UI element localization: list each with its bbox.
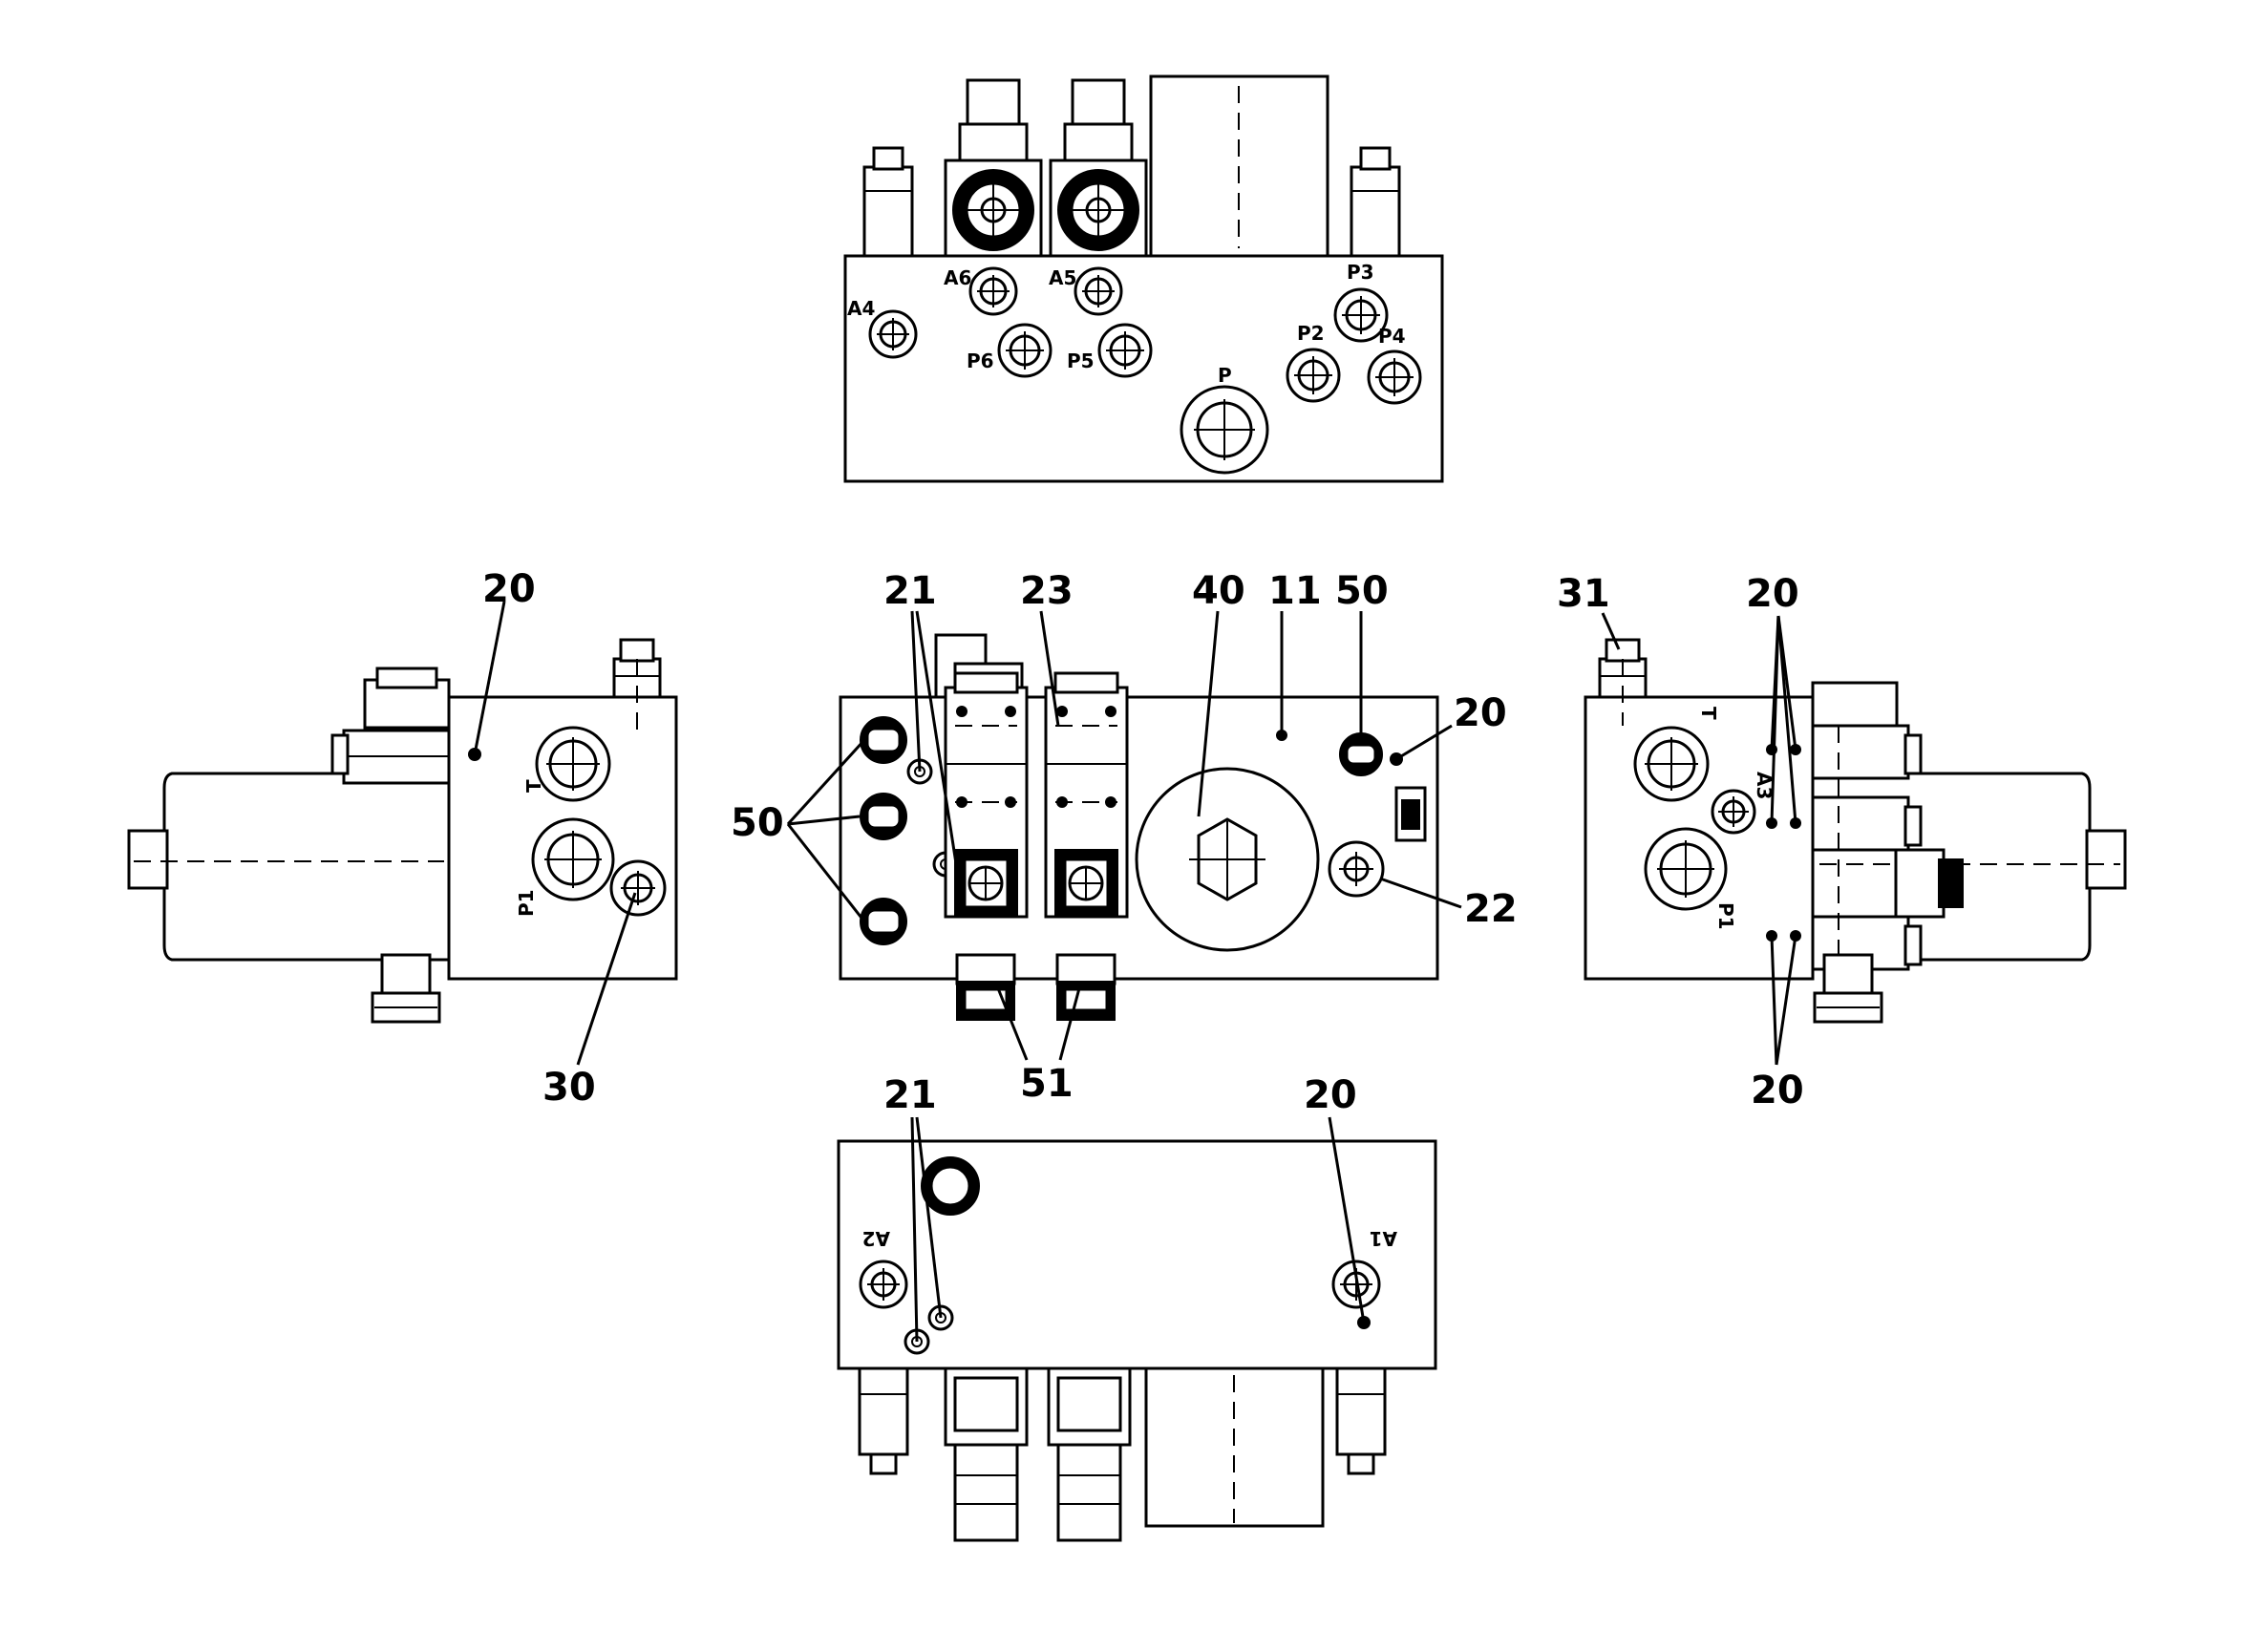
port-p5: P5 [1067,323,1153,378]
port-label-p5: P5 [1067,349,1095,372]
right-port-label-t: T [1697,707,1720,720]
port-a5: A5 [1049,266,1123,316]
port-label-p4: P4 [1378,325,1406,348]
port-label-a4: A4 [847,297,875,320]
right-port-p1: P1 [1644,827,1737,930]
port-p3: P3 [1333,261,1389,343]
bottom-port-label-a1: A1 [1370,1227,1397,1250]
front-view: 21 23 40 11 50 20 50 22 51 [731,569,1518,1106]
port-label-p: P [1218,364,1232,387]
callout-bottom-21: 21 [883,1073,937,1117]
front-cap-40 [1135,767,1320,952]
top-solenoid-valve-a6 [944,78,1043,258]
callout-right-20-bottom: 20 [1751,1069,1804,1112]
fitting-50-a [860,716,907,764]
top-right-plug [1350,146,1401,258]
right-view: T A3 P1 31 20 20 [1557,572,2127,1112]
left-port-t: T [522,726,611,802]
callout-front-23: 23 [1020,569,1074,613]
bottom-port-label-a2: A2 [862,1227,890,1250]
port-a6: A6 [944,266,1018,316]
top-solenoid-valve-a5 [1049,78,1148,258]
fitting-50-c [860,898,907,945]
port-label-p3: P3 [1347,261,1374,284]
right-port-label-p1: P1 [1714,902,1737,930]
front-solenoid-valve-a [944,671,1029,1021]
callout-right-20-top: 20 [1746,572,1799,616]
port-label-a6: A6 [944,266,971,289]
bottom-port-a2: A2 [859,1227,908,1309]
callout-front-20: 20 [1454,691,1507,735]
port-label-p6: P6 [967,349,994,372]
left-port-label-t: T [522,779,545,793]
callout-front-11: 11 [1268,569,1322,613]
callout-right-31: 31 [1557,572,1610,616]
top-left-plug [862,146,914,258]
left-port-p1: P1 [515,817,615,917]
bottom-view: A2 A1 21 20 [837,1073,1437,1542]
callout-front-50-top: 50 [1335,569,1389,613]
fitting-50-d [1339,732,1383,776]
callout-front-40: 40 [1192,569,1245,613]
callout-left-30: 30 [542,1066,596,1110]
left-view: T P1 20 30 [127,567,678,1110]
callout-front-50-left: 50 [731,801,784,845]
callout-left-20: 20 [482,567,536,611]
left-port-30 [609,859,667,917]
port-label-p2: P2 [1297,322,1325,345]
port-label-a5: A5 [1049,266,1076,289]
port-p6: P6 [967,323,1053,378]
port-p4: P4 [1367,325,1422,405]
callout-front-21: 21 [883,569,937,613]
fitting-50-b [860,793,907,840]
callout-bottom-20: 20 [1304,1073,1357,1117]
callout-front-51: 51 [1020,1062,1074,1106]
top-view: A4 A6 A5 P6 P5 P P2 [843,74,1444,483]
left-port-label-p1: P1 [515,889,538,917]
right-port-t: T [1633,707,1720,802]
port-p2: P2 [1286,322,1341,403]
callout-front-22: 22 [1464,887,1518,931]
port-p: P [1180,364,1269,475]
port-a4: A4 [847,297,918,359]
